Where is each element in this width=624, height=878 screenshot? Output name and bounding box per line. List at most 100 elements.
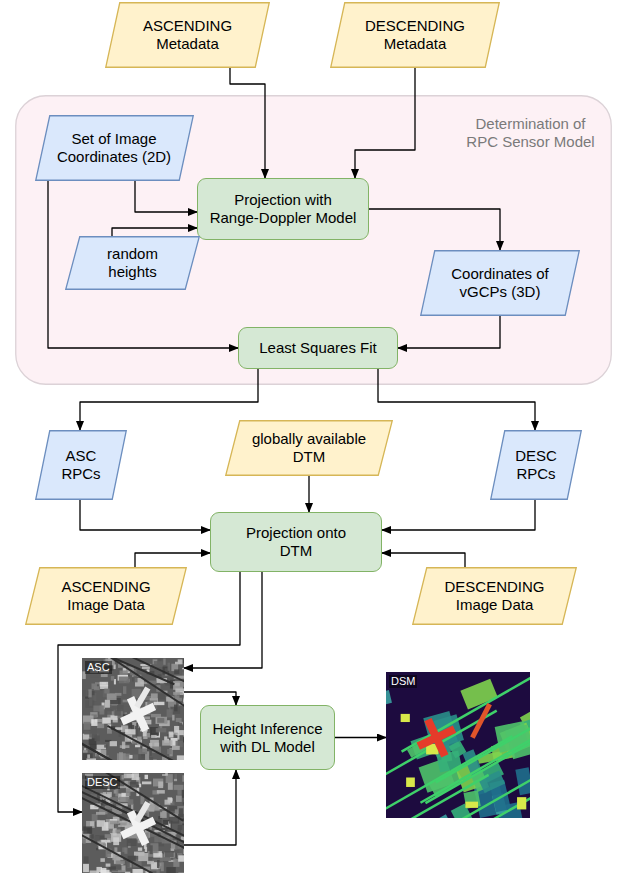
flow-arrow bbox=[135, 181, 197, 212]
region-ground bbox=[16, 96, 612, 385]
text-holder: Projection with Range-Doppler Model bbox=[198, 179, 368, 239]
image-content bbox=[82, 658, 184, 760]
image-content bbox=[82, 773, 184, 873]
image-speckle bbox=[119, 677, 130, 684]
image-speckle bbox=[133, 869, 143, 873]
image-speckle bbox=[89, 834, 93, 838]
image-speckle bbox=[116, 860, 125, 864]
image-speckle bbox=[165, 800, 171, 805]
image-speckle bbox=[142, 781, 151, 784]
image-speckle bbox=[90, 870, 99, 873]
tall-building bbox=[465, 802, 478, 808]
image-speckle bbox=[157, 717, 167, 724]
image-speckle bbox=[89, 697, 92, 705]
image-speckle bbox=[87, 754, 90, 758]
image-street bbox=[82, 773, 146, 822]
image-speckle bbox=[117, 705, 123, 711]
image-speckle bbox=[183, 849, 184, 854]
node-label: Height Inference with DL Model bbox=[208, 720, 328, 756]
image-speckle bbox=[105, 834, 112, 838]
text-holder: DESCENDING Metadata bbox=[330, 2, 500, 68]
image-speckle bbox=[174, 669, 179, 674]
image-speckle bbox=[124, 848, 127, 854]
image-speckle bbox=[127, 838, 137, 846]
bright-building bbox=[134, 801, 150, 823]
image-speckle bbox=[147, 733, 150, 737]
data-parallelogram: ASC RPCs bbox=[35, 430, 127, 500]
flow-arrow bbox=[382, 553, 465, 567]
image-speckle bbox=[100, 682, 109, 687]
image-speckle bbox=[82, 839, 85, 845]
image-speckle bbox=[129, 755, 132, 759]
node-label: Projection onto DTM bbox=[241, 524, 351, 560]
text-holder: ASC RPCs bbox=[35, 430, 127, 500]
node-label: DESCENDING Image Data bbox=[442, 578, 547, 614]
image-ground bbox=[82, 773, 184, 873]
building-block bbox=[386, 690, 392, 707]
flow-arrow bbox=[230, 68, 265, 178]
image-speckle bbox=[163, 658, 165, 664]
image-speckle bbox=[83, 864, 89, 872]
image-speckle bbox=[91, 675, 100, 678]
image-speckle bbox=[101, 840, 110, 843]
image-speckle bbox=[126, 788, 131, 795]
image-speckle bbox=[168, 782, 173, 790]
image-speckle bbox=[99, 706, 104, 715]
image-speckle bbox=[183, 802, 184, 804]
image-speckle bbox=[97, 723, 104, 728]
flow-arrow bbox=[335, 737, 386, 738]
image-speckle bbox=[123, 686, 126, 694]
flow-arrow bbox=[184, 770, 236, 845]
node-label: Projection with Range-Doppler Model bbox=[209, 191, 358, 227]
flow-arrow bbox=[308, 476, 309, 512]
image-speckle bbox=[165, 851, 174, 857]
image-speckle bbox=[102, 718, 111, 724]
heading-holder: Determination of RPC Sensor Model bbox=[463, 115, 598, 151]
image-speckle bbox=[114, 790, 117, 794]
image-speckle bbox=[91, 683, 96, 689]
building-block bbox=[435, 814, 450, 818]
image-speckle bbox=[174, 785, 184, 790]
image-content bbox=[386, 672, 530, 818]
image-speckle bbox=[128, 799, 134, 805]
data-parallelogram: DESCENDING Image Data bbox=[412, 567, 577, 625]
text-holder: Projection onto DTM bbox=[211, 513, 381, 571]
parallelogram-outline bbox=[413, 568, 577, 625]
image-speckle bbox=[166, 867, 175, 873]
image-street bbox=[82, 658, 174, 684]
flow-arrow bbox=[398, 316, 500, 348]
parallelogram-outline bbox=[106, 3, 270, 68]
image-speckle bbox=[179, 808, 183, 817]
node-label: ASCENDING Image Data bbox=[56, 578, 156, 614]
tower-slab bbox=[472, 704, 489, 738]
image-speckle bbox=[104, 689, 109, 694]
parallelogram-outline bbox=[26, 568, 187, 625]
parallelogram-outline bbox=[491, 431, 582, 500]
flow-arrow bbox=[355, 68, 415, 178]
building-block bbox=[464, 790, 481, 808]
image-speckle bbox=[90, 821, 94, 826]
image-speckle bbox=[84, 856, 89, 864]
image-speckle bbox=[178, 659, 183, 664]
image-speckle bbox=[113, 837, 119, 845]
tall-building bbox=[401, 714, 410, 722]
flow-arrow bbox=[80, 369, 258, 430]
text-holder: globally available DTM bbox=[225, 420, 393, 476]
image-corner-label: ASC bbox=[85, 661, 112, 674]
node-label: ASCENDING Metadata bbox=[130, 17, 245, 53]
image-speckle bbox=[183, 737, 184, 743]
flow-arrow bbox=[135, 553, 210, 567]
image-speckle bbox=[153, 853, 162, 857]
image-speckle bbox=[138, 748, 147, 754]
image-speckle bbox=[177, 755, 184, 760]
image-speckle bbox=[178, 872, 184, 873]
image-speckle bbox=[132, 689, 142, 697]
node-label: Least Squares Fit bbox=[259, 339, 377, 357]
image-speckle bbox=[94, 735, 99, 741]
image-corner-label: DSM bbox=[389, 675, 417, 688]
image-speckle bbox=[119, 752, 123, 760]
image-speckle bbox=[111, 676, 114, 681]
image-speckle bbox=[150, 845, 153, 854]
node-label: globally available DTM bbox=[247, 430, 372, 466]
image-speckle bbox=[182, 790, 184, 798]
